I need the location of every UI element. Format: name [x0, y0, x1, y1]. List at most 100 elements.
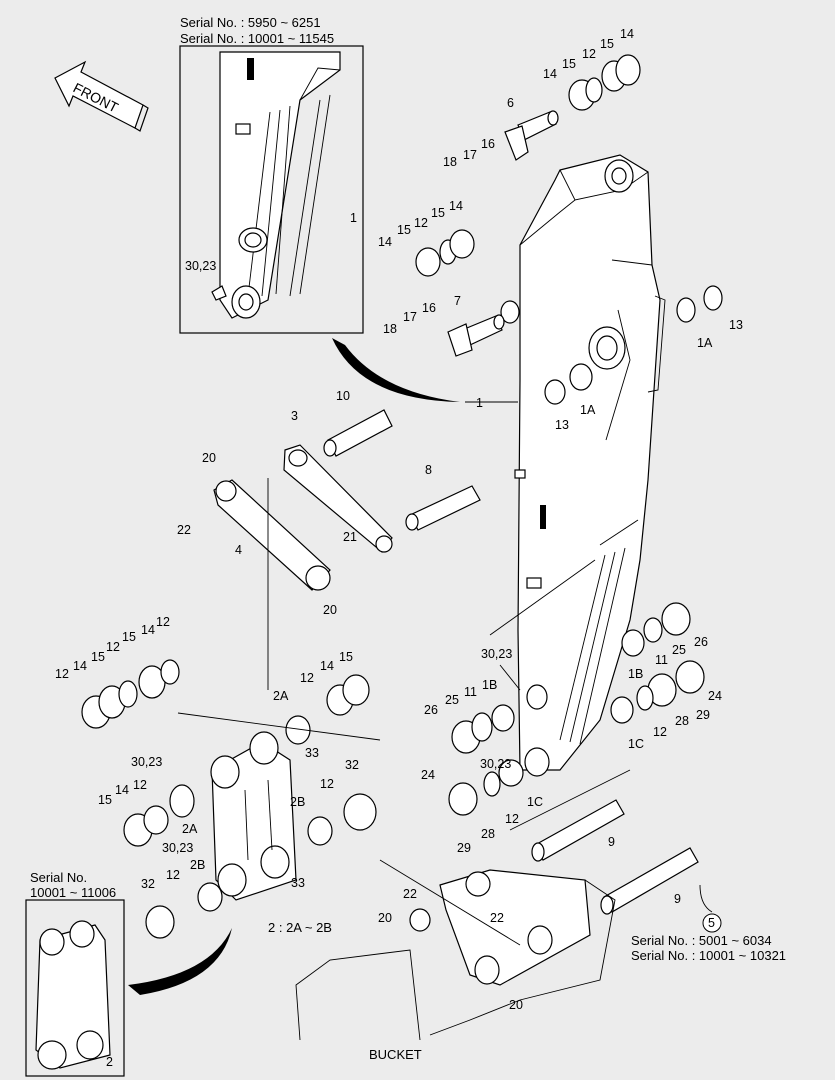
callout-33: 33	[305, 746, 319, 760]
callout-20: 20	[378, 911, 392, 925]
pin-10	[323, 409, 393, 457]
serial-left-line-2: 10001 ~ 11006	[30, 885, 116, 900]
callout-14: 14	[620, 27, 634, 41]
callout-30-23: 30,23	[480, 757, 511, 771]
shim-stack-right	[448, 602, 705, 816]
callout-28: 28	[481, 827, 495, 841]
callout-15: 15	[339, 650, 353, 664]
front-arrow: FRONT	[54, 60, 149, 132]
pin-9-upper	[531, 799, 625, 862]
callout-20: 20	[323, 603, 337, 617]
inset-link-detail	[25, 899, 125, 1077]
callout-2a: 2A	[273, 689, 289, 703]
pin-8	[405, 485, 481, 531]
callout-20: 20	[202, 451, 216, 465]
callout-13: 13	[555, 418, 569, 432]
callout-1b: 1B	[628, 667, 643, 681]
callout-4: 4	[235, 543, 242, 557]
link-2-assembly	[210, 731, 297, 901]
callout-25: 25	[445, 693, 459, 707]
callout-21: 21	[343, 530, 357, 544]
callout-15: 15	[431, 206, 445, 220]
callout-14: 14	[73, 659, 87, 673]
callout-15: 15	[397, 223, 411, 237]
callout-15: 15	[98, 793, 112, 807]
callout-26: 26	[694, 635, 708, 649]
bucket	[295, 869, 616, 1041]
callout-12: 12	[300, 671, 314, 685]
callout-2a: 2A	[182, 822, 198, 836]
serial-left-line-1: Serial No.	[30, 870, 87, 885]
ref-arrow-5	[699, 884, 713, 913]
callout-2b: 2B	[190, 858, 205, 872]
callout-22: 22	[177, 523, 191, 537]
callout-11: 11	[464, 685, 477, 699]
serial-right-line-2: Serial No. : 10001 ~ 10321	[631, 948, 786, 963]
callout-25: 25	[672, 643, 686, 657]
pin-9-lower	[600, 847, 699, 915]
callout-16: 16	[481, 137, 495, 151]
note-link-2: 2 : 2A ~ 2B	[268, 920, 332, 935]
callout-13: 13	[729, 318, 743, 332]
callout-8: 8	[425, 463, 432, 477]
callout-2: 2	[106, 1055, 113, 1069]
callout-12: 12	[653, 725, 667, 739]
callout-9: 9	[608, 835, 615, 849]
ref-circle-label: 5	[708, 916, 715, 930]
shim-stack-left	[81, 659, 377, 939]
callout-12: 12	[55, 667, 69, 681]
callout-1c: 1C	[628, 737, 644, 751]
callout-1b: 1B	[482, 678, 497, 692]
swoop-arrow-bottom	[128, 928, 232, 995]
callout-12: 12	[320, 777, 334, 791]
callouts: 1 30,23 14 15 12 15 14 6 18 17 16 14 15 …	[55, 27, 743, 1069]
bucket-label: BUCKET	[369, 1047, 422, 1062]
callout-14: 14	[115, 783, 129, 797]
callout-15: 15	[122, 630, 136, 644]
callout-29: 29	[696, 708, 710, 722]
callout-28: 28	[675, 714, 689, 728]
callout-6: 6	[507, 96, 514, 110]
callout-9: 9	[674, 892, 681, 906]
callout-12: 12	[505, 812, 519, 826]
callout-29: 29	[457, 841, 471, 855]
callout-20: 20	[509, 998, 523, 1012]
callout-33: 33	[291, 876, 305, 890]
callout-12: 12	[414, 216, 428, 230]
serial-right-line-1: Serial No. : 5001 ~ 6034	[631, 933, 772, 948]
shim-stack-top	[415, 54, 641, 277]
callout-32: 32	[141, 877, 155, 891]
callout-1: 1	[476, 396, 483, 410]
inset-arm-detail	[179, 45, 364, 334]
callout-14: 14	[320, 659, 334, 673]
callout-30-23: 30,23	[481, 647, 512, 661]
leader-lines	[177, 401, 631, 946]
callout-1c: 1C	[527, 795, 543, 809]
callout-3: 3	[291, 409, 298, 423]
serial-top-line-2: Serial No. : 10001 ~ 11545	[180, 31, 334, 46]
callout-14: 14	[449, 199, 463, 213]
callout-15: 15	[600, 37, 614, 51]
callout-26: 26	[424, 703, 438, 717]
callout-1a: 1A	[697, 336, 713, 350]
callout-24: 24	[421, 768, 435, 782]
callout-12: 12	[106, 640, 120, 654]
link-4	[213, 479, 331, 591]
callout-7: 7	[454, 294, 461, 308]
swoop-arrow-top	[332, 338, 460, 402]
callout-14: 14	[378, 235, 392, 249]
callout-1: 1	[350, 211, 357, 225]
callout-30-23: 30,23	[131, 755, 162, 769]
arm-body	[500, 154, 666, 777]
callout-15: 15	[91, 650, 105, 664]
callout-16: 16	[422, 301, 436, 315]
callout-1a: 1A	[580, 403, 596, 417]
callout-32: 32	[345, 758, 359, 772]
callout-12: 12	[166, 868, 180, 882]
callout-12: 12	[582, 47, 596, 61]
callout-14: 14	[543, 67, 557, 81]
callout-30-23: 30,23	[162, 841, 193, 855]
callout-18: 18	[383, 322, 397, 336]
